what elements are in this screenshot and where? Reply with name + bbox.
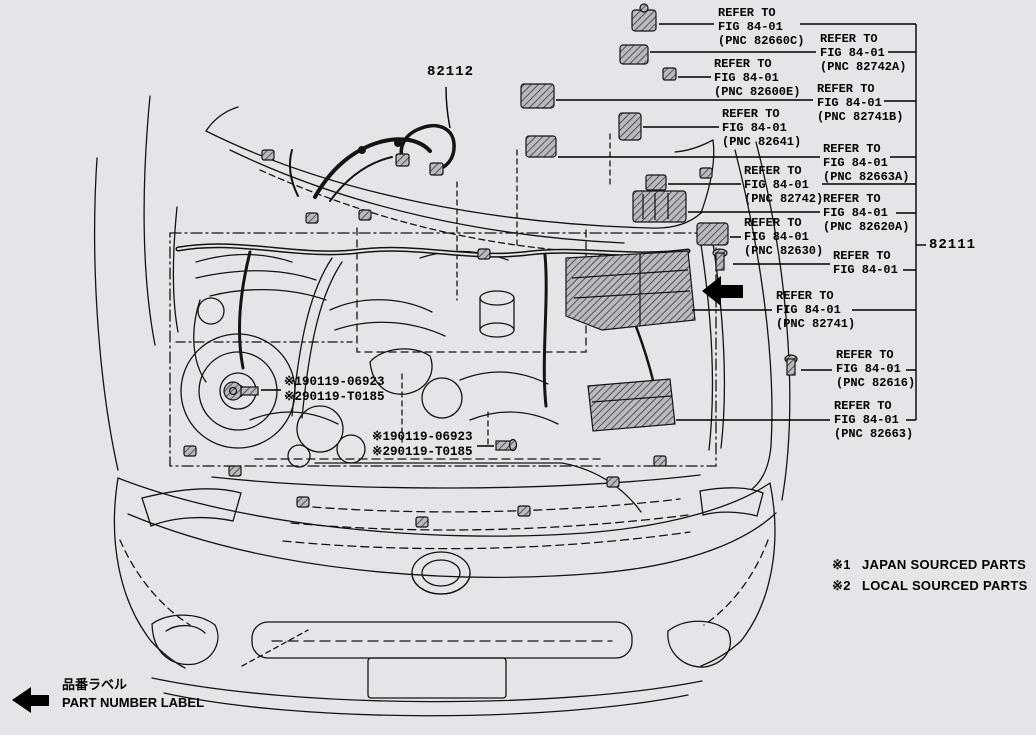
refer-line: REFER TO	[744, 164, 802, 178]
legend-label-jp: 品番ラベル	[62, 677, 128, 692]
connector-82630-icon	[696, 222, 729, 246]
fig-line: FIG 84-01	[834, 413, 899, 427]
fig-line: FIG 84-01	[823, 206, 888, 220]
relay-box-82741	[565, 250, 696, 331]
refer-line: REFER TO	[823, 142, 881, 156]
footnote-text: JAPAN SOURCED PARTS	[862, 557, 1027, 572]
bolt-82616-icon	[784, 354, 798, 376]
connector-82741b-icon	[520, 83, 555, 109]
fastener-line: ※290119-T0185	[372, 445, 473, 459]
refer-line: REFER TO	[714, 57, 772, 71]
refer-line: REFER TO	[834, 399, 892, 413]
bolt-washer-icon	[223, 381, 259, 401]
refer-line: REFER TO	[817, 82, 875, 96]
arrows	[12, 276, 743, 713]
pnc-line: (PNC 82742A)	[820, 60, 907, 74]
fig-line: FIG 84-01	[744, 230, 809, 244]
fig-line: FIG 84-01	[714, 71, 779, 85]
pnc-line: (PNC 82742)	[744, 192, 824, 206]
fig-line: FIG 84-01	[833, 263, 898, 277]
connector-82641-icon	[618, 112, 642, 141]
callout-pnc-82663: REFER TO FIG 84-01 (PNC 82663)	[834, 399, 913, 441]
footnote-japan-sourced: ※1 JAPAN SOURCED PARTS	[832, 554, 1028, 575]
fastener-line: ※190119-06923	[372, 430, 473, 444]
refer-line: REFER TO	[833, 249, 891, 263]
pnc-line: (PNC 82600E)	[714, 85, 801, 99]
callout-pnc-82630: REFER TO FIG 84-01 (PNC 82630)	[744, 216, 823, 258]
connector-82620a-icon	[632, 190, 687, 223]
car-outline	[93, 95, 791, 717]
fig-line: FIG 84-01	[722, 121, 787, 135]
part-number-label-legend: 品番ラベル PART NUMBER LABEL	[62, 676, 204, 712]
connector-82742a-icon	[619, 44, 649, 65]
refer-line: REFER TO	[744, 216, 802, 230]
connector-82742-icon	[645, 174, 667, 191]
part-number-82111: 82111	[929, 237, 977, 253]
callout-pnc-82660c: REFER TO FIG 84-01 (PNC 82660C)	[718, 6, 804, 48]
clip-82600e-icon	[662, 67, 677, 81]
footnote-marker: ※1	[832, 557, 851, 572]
fastener-note-2: ※190119-06923 ※290119-T0185	[372, 430, 473, 460]
refer-line: REFER TO	[722, 107, 780, 121]
fastener-line: ※190119-06923	[284, 375, 385, 389]
refer-line: REFER TO	[776, 289, 834, 303]
pnc-line: (PNC 82660C)	[718, 34, 805, 48]
callout-pnc-82741: REFER TO FIG 84-01 (PNC 82741)	[776, 289, 855, 331]
pnc-line: (PNC 82741)	[776, 317, 856, 331]
refer-line: REFER TO	[718, 6, 776, 20]
footnote-local-sourced: ※2 LOCAL SOURCED PARTS	[832, 575, 1028, 596]
connector-parts	[183, 3, 798, 528]
callout-pnc-82616: REFER TO FIG 84-01 (PNC 82616)	[836, 348, 915, 390]
pnc-line: (PNC 82663)	[834, 427, 914, 441]
fastener-note-1: ※190119-06923 ※290119-T0185	[284, 375, 385, 405]
pnc-line: (PNC 82616)	[836, 376, 916, 390]
fastener-line: ※290119-T0185	[284, 390, 385, 404]
pnc-line: (PNC 82741B)	[817, 110, 904, 124]
refer-line: REFER TO	[836, 348, 894, 362]
sourcing-footnotes: ※1 JAPAN SOURCED PARTS ※2 LOCAL SOURCED PA…	[832, 554, 1028, 596]
callout-fig-84-01: REFER TO FIG 84-01	[833, 249, 898, 277]
callout-pnc-82641: REFER TO FIG 84-01 (PNC 82641)	[722, 107, 801, 149]
pnc-line: (PNC 82663A)	[823, 170, 910, 184]
footnote-marker: ※2	[832, 578, 851, 593]
fig-line: FIG 84-01	[836, 362, 901, 376]
callout-pnc-82620a: REFER TO FIG 84-01 (PNC 82620A)	[823, 192, 909, 234]
fig-line: FIG 84-01	[817, 96, 882, 110]
pnc-line: (PNC 82630)	[744, 244, 824, 258]
connector-82663a-icon	[525, 135, 557, 158]
fig-line: FIG 84-01	[823, 156, 888, 170]
bolt-icon	[712, 248, 728, 271]
part-number-82112: 82112	[427, 64, 475, 80]
callout-pnc-82663a: REFER TO FIG 84-01 (PNC 82663A)	[823, 142, 909, 184]
fig-line: FIG 84-01	[744, 178, 809, 192]
legend-left-arrow-icon	[12, 687, 49, 713]
connector-82660c-icon	[631, 3, 657, 32]
refer-line: REFER TO	[820, 32, 878, 46]
bolt-icon-2	[495, 438, 518, 452]
fig-line: FIG 84-01	[820, 46, 885, 60]
leader-82112	[445, 86, 451, 129]
callout-leader-lines	[261, 23, 926, 447]
part-pointer-left-arrow-icon	[702, 276, 743, 306]
fig-line: FIG 84-01	[718, 20, 783, 34]
footnote-text: LOCAL SOURCED PARTS	[862, 578, 1028, 593]
pnc-line: (PNC 82620A)	[823, 220, 910, 234]
fig-line: FIG 84-01	[776, 303, 841, 317]
refer-line: REFER TO	[823, 192, 881, 206]
callout-pnc-82600e: REFER TO FIG 84-01 (PNC 82600E)	[714, 57, 800, 99]
legend-label-en: PART NUMBER LABEL	[62, 695, 205, 710]
pnc-line: (PNC 82641)	[722, 135, 802, 149]
callout-pnc-82741b: REFER TO FIG 84-01 (PNC 82741B)	[817, 82, 903, 124]
callout-pnc-82742: REFER TO FIG 84-01 (PNC 82742)	[744, 164, 823, 206]
relay-box-82663	[587, 378, 676, 432]
callout-pnc-82742a: REFER TO FIG 84-01 (PNC 82742A)	[820, 32, 906, 74]
harness-clips	[183, 149, 713, 528]
